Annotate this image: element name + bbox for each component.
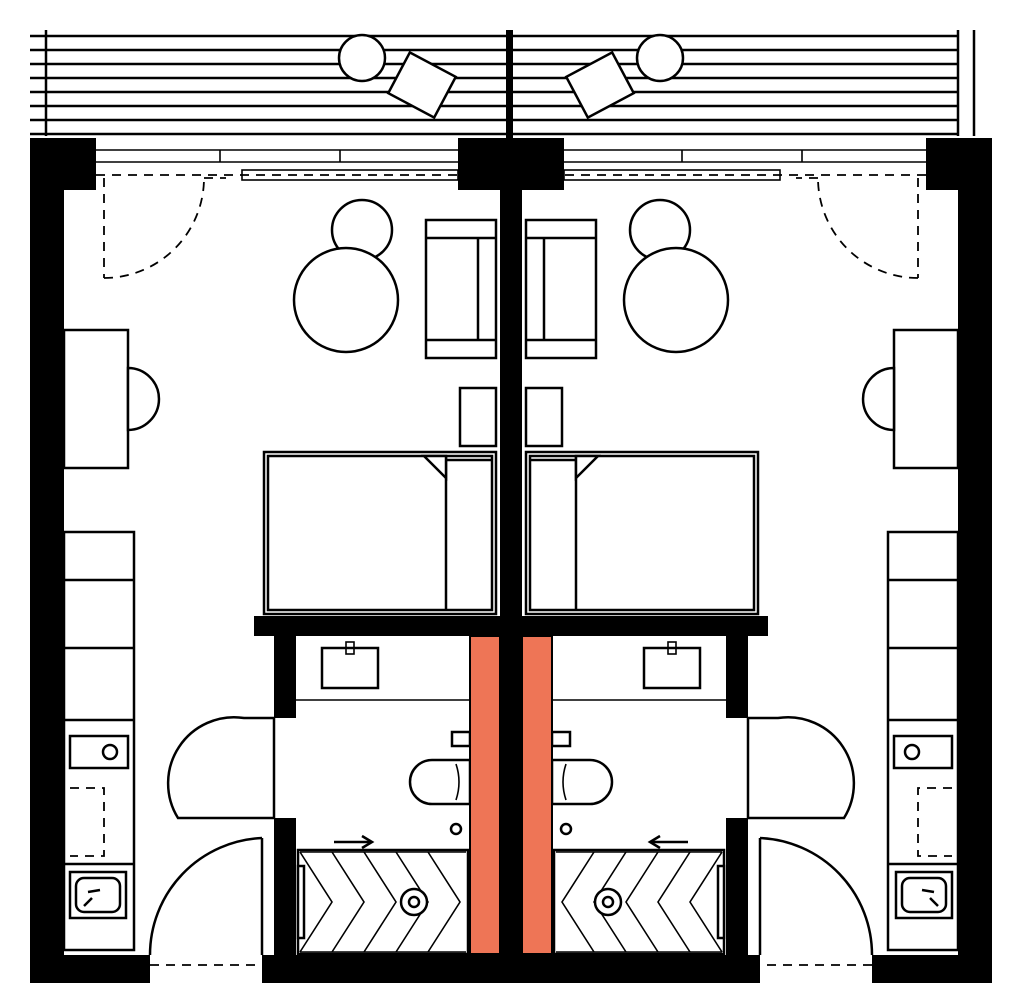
bed-right (524, 450, 760, 616)
shower-left (296, 834, 470, 956)
right-unit (506, 33, 992, 983)
shower-drain-icon (593, 887, 623, 917)
wardrobe-kitchenette-left (62, 530, 136, 952)
exterior-walls-left (30, 138, 506, 983)
balcony-furniture-right (564, 33, 685, 120)
plumbing-riser-left (469, 635, 501, 955)
bathroom-sink-left (320, 641, 380, 690)
round-table-right (622, 246, 730, 354)
shower-right (552, 834, 726, 956)
sofa-left (424, 218, 498, 360)
burner-icon (101, 743, 119, 761)
left-unit (30, 33, 516, 983)
desk-left (62, 328, 161, 470)
bathroom-walls-left (254, 616, 516, 958)
party-wall (500, 138, 522, 983)
sofa-right (524, 218, 598, 360)
desk-top-left (62, 328, 130, 470)
entry-door-swing-left (148, 836, 264, 966)
round-table-left (292, 246, 400, 354)
balcony (30, 30, 976, 138)
sliding-direction-arrow-icon (334, 834, 375, 850)
balcony-chair-right (564, 50, 636, 120)
desk-chair-right (861, 366, 896, 432)
exterior-walls-right (516, 138, 992, 983)
cooktop-right (892, 734, 954, 770)
balcony-sliding-door-right (563, 149, 926, 181)
entry-door-swing-right (758, 836, 874, 966)
plumbing-riser-right (521, 635, 553, 955)
shower-drain-icon (399, 887, 429, 917)
shower-glass-right (716, 864, 726, 940)
bathroom-door-swing-left (166, 699, 470, 820)
bathroom-door-swing-right (552, 699, 856, 820)
toilet-left (408, 730, 472, 836)
nightstand-left (458, 386, 498, 448)
shower-glass-left (296, 864, 306, 940)
sliding-direction-arrow-icon (647, 834, 688, 850)
fridge-outline-left (70, 787, 105, 857)
balcony-chair-left (386, 50, 458, 120)
balcony-stool-right (635, 33, 685, 83)
toilet-right (550, 730, 614, 836)
balcony-sliding-door-left (96, 149, 459, 181)
door-swing-top-right (796, 177, 919, 279)
lounge-set-right (622, 198, 730, 354)
desk-right (861, 328, 960, 470)
cooktop-left (68, 734, 130, 770)
bathroom-walls-right (506, 616, 768, 958)
fridge-outline-right (917, 787, 952, 857)
burner-icon (903, 743, 921, 761)
door-swing-top-left (103, 177, 226, 279)
bathroom-sink-right (642, 641, 702, 690)
desk-chair-left (126, 366, 161, 432)
balcony-stool-left (337, 33, 387, 83)
desk-top-right (892, 328, 960, 470)
balcony-furniture-left (337, 33, 458, 120)
balcony-railing (30, 30, 976, 136)
nightstand-right (524, 386, 564, 448)
lounge-set-left (292, 198, 400, 354)
balcony-divider-wall (506, 30, 513, 138)
bed-left (262, 450, 498, 616)
wardrobe-kitchenette-right (886, 530, 960, 952)
